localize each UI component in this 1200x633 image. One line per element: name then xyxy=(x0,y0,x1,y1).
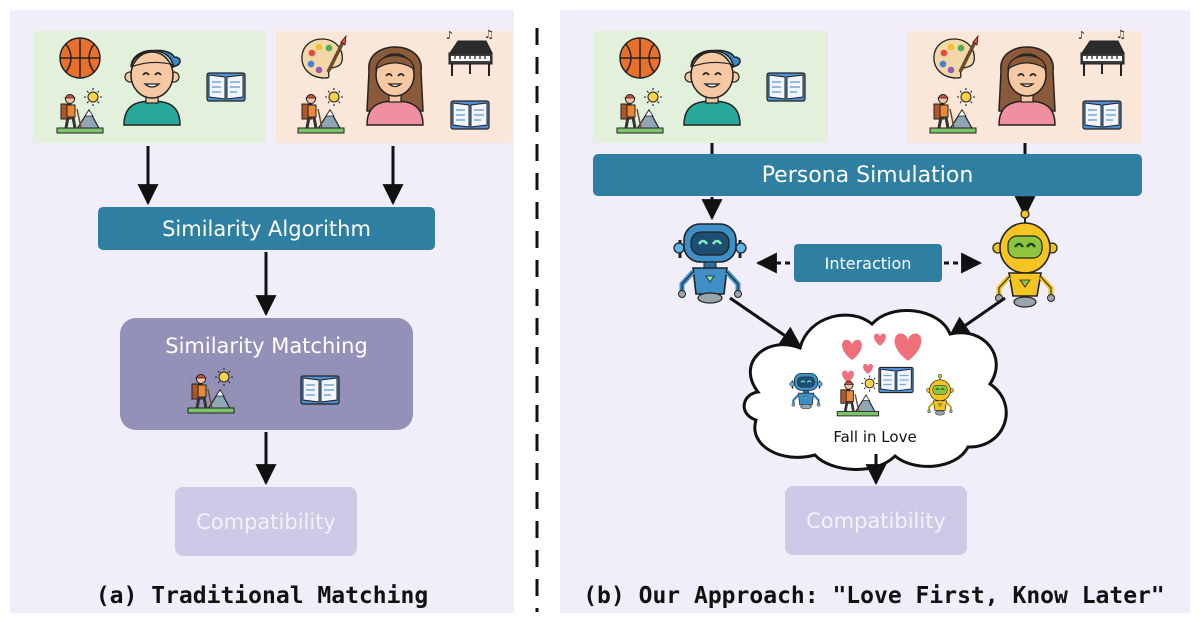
book-icon xyxy=(300,375,340,405)
persona-simulation-box xyxy=(593,154,1142,196)
book-icon xyxy=(450,100,490,130)
basketball-icon xyxy=(619,37,661,79)
book-icon xyxy=(878,366,914,394)
compatibility-label-right: Compatibility xyxy=(806,508,946,533)
similarity-algorithm-label: Similarity Algorithm xyxy=(162,216,371,241)
caption-our-approach: (b) Our Approach: "Love First, Know Late… xyxy=(583,583,1165,609)
fall-in-love-label: Fall in Love xyxy=(833,428,917,446)
compatibility-box-left xyxy=(175,487,357,556)
arrow-yellow-robot-to-cloud xyxy=(948,296,1006,338)
similarity-algorithm-box xyxy=(98,207,435,250)
basketball-icon xyxy=(59,37,101,79)
girl-avatar-icon xyxy=(998,46,1056,126)
interaction-box xyxy=(794,244,942,282)
compatibility-box-right xyxy=(785,486,967,555)
girl-avatar-icon xyxy=(366,46,424,126)
book-icon xyxy=(766,72,806,102)
compatibility-label-left: Compatibility xyxy=(196,509,336,534)
interaction-label: Interaction xyxy=(824,253,912,273)
similarity-matching-box xyxy=(120,318,413,430)
caption-traditional-matching: (a) Traditional Matching xyxy=(95,583,429,609)
book-icon xyxy=(206,72,246,102)
fall-in-love-cloud xyxy=(742,309,1008,471)
similarity-matching-label: Similarity Matching xyxy=(165,334,368,358)
persona-simulation-label: Persona Simulation xyxy=(761,162,974,188)
arrow-blue-robot-to-cloud xyxy=(729,296,802,348)
book-icon xyxy=(1082,100,1122,130)
